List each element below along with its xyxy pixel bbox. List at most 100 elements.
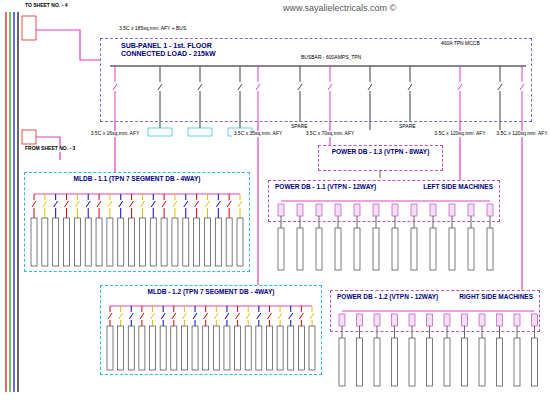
- circuit-box: [224, 326, 230, 370]
- breaker-symbol: [119, 201, 123, 207]
- wire: [490, 216, 491, 228]
- breaker-symbol: [75, 201, 79, 207]
- wire: [452, 216, 453, 228]
- circuit-box: [256, 326, 262, 370]
- circuit-box: [444, 314, 450, 326]
- circuit-box: [150, 218, 156, 266]
- breaker-symbol: [151, 201, 155, 207]
- wire: [131, 208, 132, 218]
- circuit-box: [278, 204, 284, 216]
- circuit-box: [392, 338, 398, 386]
- wire: [410, 91, 411, 122]
- breaker-symbol: [54, 201, 58, 207]
- wire: [471, 216, 472, 228]
- wire: [196, 194, 197, 200]
- circuit-box: [171, 326, 177, 370]
- wire: [357, 216, 358, 228]
- circuit-box: [392, 204, 398, 216]
- board-note: CONNECTED LOAD - 215kW: [119, 50, 218, 58]
- breaker-symbol: [65, 201, 69, 207]
- circuit-box: [215, 218, 221, 266]
- wire: [412, 326, 413, 338]
- circuit-box: [288, 326, 294, 370]
- wire: [464, 326, 465, 338]
- breaker-symbol: [225, 313, 229, 319]
- wire: [376, 216, 377, 228]
- wire: [88, 194, 89, 200]
- circuit-box: [181, 326, 187, 370]
- circuit-box: [194, 218, 200, 266]
- breaker-symbol: [256, 84, 260, 90]
- wire: [131, 306, 132, 312]
- wire: [110, 65, 526, 67]
- circuit-box: [335, 204, 341, 216]
- circuit-box: [487, 228, 493, 270]
- wire: [55, 208, 56, 218]
- breaker-symbol: [236, 313, 240, 319]
- breaker-symbol: [278, 313, 282, 319]
- circuit-box: [411, 204, 417, 216]
- wire: [218, 208, 219, 218]
- circuit-box: [235, 326, 241, 370]
- wire: [370, 122, 371, 130]
- circuit-box: [297, 228, 303, 270]
- wire: [377, 326, 378, 338]
- wire: [109, 208, 110, 218]
- circuit-box: [64, 218, 70, 266]
- wire: [240, 122, 241, 128]
- wire: [240, 194, 241, 200]
- wire: [433, 216, 434, 228]
- circuit-box: [297, 204, 303, 216]
- circuit-box: [449, 204, 455, 216]
- wire: [330, 66, 331, 82]
- circuit-box: [85, 218, 91, 266]
- wire: [34, 194, 35, 200]
- feeder-cable: [114, 122, 115, 172]
- circuit-box: [118, 326, 124, 370]
- wire: [237, 320, 238, 326]
- wire: [207, 194, 208, 200]
- wire: [281, 216, 282, 228]
- wire: [160, 122, 161, 128]
- circuit-box: [139, 218, 145, 266]
- circuit-box: [354, 228, 360, 270]
- wire: [115, 66, 116, 82]
- breaker-symbol: [43, 201, 47, 207]
- circuit-box: [392, 314, 398, 326]
- breaker-symbol: [498, 84, 502, 90]
- circuit-box: [139, 326, 145, 370]
- circuit-box: [277, 326, 283, 370]
- circuit-box: [339, 314, 345, 326]
- circuit-box: [96, 218, 102, 266]
- breaker-symbol: [458, 84, 462, 90]
- board-title: POWER DB - 1.2 (VTPN - 12WAY): [335, 293, 440, 301]
- wire: [141, 306, 142, 312]
- breaker-symbol: [195, 201, 199, 207]
- circuit-box: [373, 228, 379, 270]
- wire: [258, 320, 259, 326]
- circuit-box: [266, 326, 272, 370]
- circuit-box: [409, 314, 415, 326]
- circuit-box: [183, 218, 189, 266]
- wire: [500, 122, 501, 130]
- circuit-box: [479, 314, 485, 326]
- wire: [280, 306, 281, 312]
- circuit-box: [335, 228, 341, 270]
- wire: [195, 306, 196, 312]
- wire: [195, 320, 196, 326]
- wire: [184, 306, 185, 312]
- breaker-symbol: [267, 313, 271, 319]
- breaker-symbol: [161, 313, 165, 319]
- circuit-box: [107, 218, 113, 266]
- wire: [200, 66, 201, 82]
- wire: [499, 326, 500, 338]
- circuit-box: [188, 128, 212, 136]
- breaker-symbol: [328, 84, 332, 90]
- circuit-box: [107, 326, 113, 370]
- wire: [34, 208, 35, 218]
- circuit-box: [354, 204, 360, 216]
- circuit-box: [430, 204, 436, 216]
- wire: [290, 306, 291, 312]
- circuit-box: [430, 228, 436, 270]
- wire: [153, 208, 154, 218]
